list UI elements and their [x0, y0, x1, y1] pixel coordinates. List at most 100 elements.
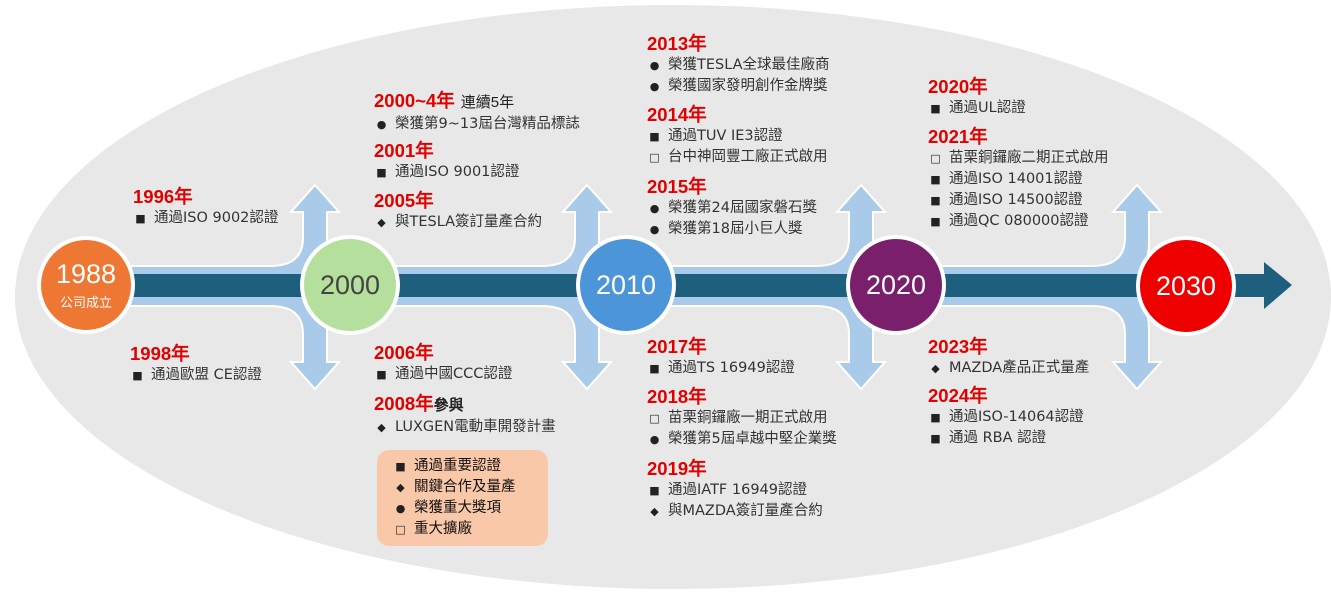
milestone-text: 台中神岡豐工廠正式啟用	[668, 149, 828, 165]
diamond-bullet-icon: ◆	[396, 481, 405, 494]
legend-box: ■通過重要認證 ◆ 關鍵合作及量產 ●榮獲重大獎項 □重大擴廠	[377, 450, 548, 546]
milestone-item: ■通過TUV IE3認證	[647, 126, 828, 147]
square-bullet-icon: ■	[930, 102, 941, 115]
milestone-item: ■通過ISO 9002認證	[133, 208, 278, 229]
milestone-2019: 2019年 ■通過IATF 16949認證 ◆與MAZDA簽訂量產合約	[647, 458, 823, 522]
milestone-item: ■ 通過ISO-14064認證	[928, 407, 1084, 428]
milestone-text: 通過中國CCC認證	[395, 366, 513, 382]
milestone-year: 2013年	[647, 33, 707, 54]
square-bullet-icon: ■	[649, 362, 660, 375]
node-year: 2020	[865, 270, 927, 300]
milestone-text: 通過ISO 14500認證	[949, 192, 1083, 208]
milestone-text: 通過ISO-14064認證	[949, 409, 1084, 425]
milestone-year: 2015年	[647, 176, 707, 197]
milestone-item: ◆ 與TESLA簽訂量產合約	[374, 212, 542, 233]
hollow-square-bullet-icon: □	[930, 152, 941, 165]
milestone-2000-2004: 2000~4年連續5年 ●榮獲第9~13屆台灣精品標誌	[374, 90, 580, 135]
timeline-arrowhead	[1264, 262, 1292, 309]
milestone-2015: 2015年 ●榮獲第24屆國家磐石獎 ●榮獲第18屆小巨人獎	[647, 176, 817, 240]
square-bullet-icon: ■	[930, 432, 941, 445]
milestone-text: 苗栗銅鑼廠一期正式啟用	[668, 410, 828, 426]
square-bullet-icon: ■	[132, 369, 143, 382]
milestone-1996: 1996年 ■通過ISO 9002認證	[133, 186, 278, 229]
milestone-text: 通過TS 16949認證	[668, 360, 795, 376]
milestone-text: 與MAZDA簽訂量產合約	[668, 503, 823, 519]
milestone-2023: 2023年 ◆ MAZDA產品正式量產	[928, 336, 1089, 379]
milestone-item: ●榮獲第9~13屆台灣精品標誌	[374, 114, 580, 135]
node-1988: 1988 公司成立	[41, 240, 131, 330]
milestone-text: MAZDA產品正式量產	[949, 360, 1090, 376]
square-bullet-icon: ■	[649, 484, 660, 497]
milestone-item: ■ 通過 RBA 認證	[928, 428, 1084, 449]
square-bullet-icon: ■	[930, 173, 941, 186]
milestone-text: 苗栗銅鑼廠二期正式啟用	[949, 150, 1109, 166]
circle-bullet-icon: ●	[649, 80, 660, 93]
node-subtitle: 公司成立	[59, 295, 112, 311]
legend-label: 榮獲重大獎項	[414, 500, 501, 516]
milestone-2001: 2001年 ■通過ISO 9001認證	[374, 140, 519, 183]
circle-bullet-icon: ●	[376, 118, 387, 131]
diamond-bullet-icon: ◆	[377, 216, 386, 229]
milestone-2017: 2017年 ■ 通過TS 16949認證	[647, 336, 795, 379]
milestone-year: 2006年	[374, 342, 434, 363]
milestone-item: □ 台中神岡豐工廠正式啟用	[647, 147, 828, 168]
diamond-bullet-icon: ◆	[650, 505, 659, 518]
diamond-bullet-icon: ◆	[377, 421, 386, 434]
node-year: 2010	[595, 270, 657, 300]
node-2020: 2020	[850, 239, 942, 331]
milestone-text: 榮獲第5屆卓越中堅企業獎	[668, 431, 837, 447]
node-2000: 2000	[304, 239, 396, 331]
circle-bullet-icon: ●	[649, 59, 660, 72]
square-bullet-icon: ■	[376, 368, 387, 381]
node-year: 2000	[319, 270, 381, 300]
milestone-1998: 1998年 ■通過歐盟 CE認證	[130, 343, 262, 386]
milestone-text: 榮獲國家發明創作金牌獎	[668, 78, 828, 94]
milestone-year: 1996年	[133, 186, 193, 207]
milestone-year: 2017年	[647, 336, 707, 357]
diamond-bullet-icon: ◆	[931, 362, 940, 375]
milestone-2018: 2018年 □苗栗銅鑼廠一期正式啟用 ● 榮獲第5屆卓越中堅企業獎	[647, 386, 837, 450]
milestone-year: 2019年	[647, 458, 707, 479]
milestone-text: 通過TUV IE3認證	[668, 128, 783, 144]
circle-bullet-icon: ●	[649, 223, 660, 236]
milestone-text: 通過QC 080000認證	[949, 213, 1089, 229]
milestone-year: 2000~4年	[374, 90, 455, 111]
square-bullet-icon: ■	[930, 411, 941, 424]
milestone-item: ■通過ISO 14500認證	[928, 190, 1109, 211]
node-year: 1988	[55, 258, 117, 289]
milestone-text: 通過歐盟 CE認證	[151, 367, 262, 383]
milestone-year: 2018年	[647, 386, 707, 407]
milestone-item: ■通過ISO 9001認證	[374, 162, 519, 183]
node-2010: 2010	[580, 239, 672, 331]
milestone-item: ■ 通過歐盟 CE認證	[130, 365, 262, 386]
milestone-year: 2008年	[374, 393, 434, 414]
legend-label: 關鍵合作及量產	[414, 479, 516, 495]
milestone-2021: 2021年 □ 苗栗銅鑼廠二期正式啟用 ■ 通過ISO 14001認證 ■通過ISO…	[928, 126, 1109, 232]
milestone-item: ■ 通過TS 16949認證	[647, 358, 795, 379]
milestone-text: 與TESLA簽訂量產合約	[395, 214, 543, 230]
milestone-year: 2001年	[374, 140, 434, 161]
milestone-text: 通過 RBA 認證	[949, 430, 1047, 446]
circle-bullet-icon: ●	[649, 433, 660, 446]
milestone-2013: 2013年 ●榮獲TESLA全球最佳廠商 ●榮獲國家發明創作金牌獎	[647, 33, 830, 97]
legend-item: ●榮獲重大獎項	[393, 498, 548, 519]
hollow-square-bullet-icon: □	[395, 523, 406, 536]
legend-item: ■通過重要認證	[393, 456, 548, 477]
milestone-year: 2021年	[928, 126, 988, 147]
legend-item: ◆ 關鍵合作及量產	[393, 477, 548, 498]
timeline-bar-front	[85, 274, 1268, 297]
milestone-2006: 2006年 ■ 通過中國CCC認證	[374, 342, 512, 385]
node-2030: 2030	[1140, 240, 1232, 332]
milestone-item: ■通過QC 080000認證	[928, 211, 1109, 232]
milestone-year: 2023年	[928, 336, 988, 357]
milestone-note: 連續5年	[460, 94, 515, 111]
milestone-item: □苗栗銅鑼廠一期正式啟用	[647, 408, 837, 429]
legend-item: □重大擴廠	[393, 519, 548, 540]
milestone-text: 通過ISO 14001認證	[949, 171, 1083, 187]
hollow-square-bullet-icon: □	[649, 151, 660, 164]
milestone-suffix: 參與	[433, 397, 464, 414]
milestone-year: 2014年	[647, 104, 707, 125]
milestone-item: □ 苗栗銅鑼廠二期正式啟用	[928, 148, 1109, 169]
milestone-year: 2005年	[374, 190, 434, 211]
milestone-2020: 2020年 ■通過UL認證	[928, 76, 1026, 119]
